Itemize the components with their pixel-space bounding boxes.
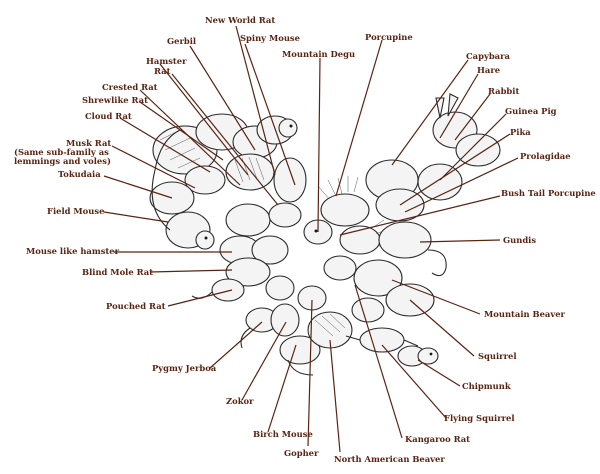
label-mountain-beaver: Mountain Beaver [484,309,565,319]
leader-zokor [241,321,287,401]
leader-new-world-rat [235,25,276,176]
leader-gopher [307,299,313,447]
label-cloud-rat: Cloud Rat [85,111,132,121]
leader-rat [171,73,279,206]
leader-squirrel [409,299,475,357]
label-hare: Hare [477,65,501,75]
leader-rabbit [454,93,491,141]
leader-pika [399,133,511,206]
leader-prolagidae [404,157,519,213]
label-shrewlike-rat: Shrewlike Rat [82,95,148,105]
leader-musk-rat [111,145,196,189]
leader-chipmunk [417,359,461,387]
label-kangaroo-rat: Kangaroo Rat [405,434,471,444]
leader-capybara [391,59,469,166]
label-blind-mole-rat: Blind Mole Rat [82,267,154,277]
label-zokor: Zokor [226,396,254,406]
leader-pouched-rat [167,289,233,307]
leader-hamster [159,63,249,176]
leader-hare [439,73,479,139]
leader-shrewlike-rat [139,101,224,161]
label-pika: Pika [510,127,531,137]
label-prolagidae: Prolagidae [520,151,571,161]
label-gundis: Gundis [503,235,537,245]
leader-mountain-degu [317,57,321,233]
label-gerbil: Gerbil [167,36,197,46]
label-birch-mouse: Birch Mouse [253,429,313,439]
label-field-mouse: Field Mouse [47,206,105,216]
leader-tokudaia [103,175,173,199]
label-guinea-pig: Guinea Pig [505,106,557,116]
label-musk-rat-note: (Same sub-family as lemmings and voles) [14,147,111,166]
label-mouse-like-hamster: Mouse like hamster [26,246,120,256]
label-hamster: Hamster [146,56,187,66]
leader-gundis [419,239,501,243]
leader-cloud-rat [119,117,211,173]
label-flying-squirrel: Flying Squirrel [444,413,515,423]
leader-birch-mouse [267,344,297,433]
label-musk-rat: Musk Rat [66,138,112,148]
leader-bush-tail-porcupine [339,195,501,236]
leader-pygmy-jerboa [209,321,263,369]
label-spiny-mouse: Spiny Mouse [240,33,300,43]
label-new-world-rat: New World Rat [205,15,276,25]
label-bush-tail-porcupine: Bush Tail Porcupine [501,188,596,198]
leader-spiny-mouse [244,43,296,186]
leader-kangaroo-rat [354,284,403,439]
label-squirrel: Squirrel [478,351,517,361]
leader-flying-squirrel [381,344,447,419]
label-north-american-beaver: North American Beaver [334,454,445,464]
label-chipmunk: Chipmunk [462,381,511,391]
leader-field-mouse [103,211,169,223]
leader-blind-mole-rat [149,269,233,273]
label-crested-rat: Crested Rat [102,82,158,92]
label-pouched-rat: Pouched Rat [106,301,166,311]
label-tokudaia: Tokudaia [58,169,101,179]
leader-gerbil [189,45,256,151]
label-capybara: Capybara [466,51,510,61]
leader-mountain-beaver [391,279,481,315]
leader-north-american-beaver [329,339,341,453]
label-pygmy-jerboa: Pygmy Jerboa [152,363,217,373]
label-mountain-degu: Mountain Degu [282,49,356,59]
label-rabbit: Rabbit [488,86,520,96]
label-porcupine: Porcupine [365,32,413,42]
leader-guinea-pig [439,113,507,181]
label-rat: Rat [154,66,171,76]
label-gopher: Gopher [284,448,319,458]
leader-porcupine [335,39,383,197]
